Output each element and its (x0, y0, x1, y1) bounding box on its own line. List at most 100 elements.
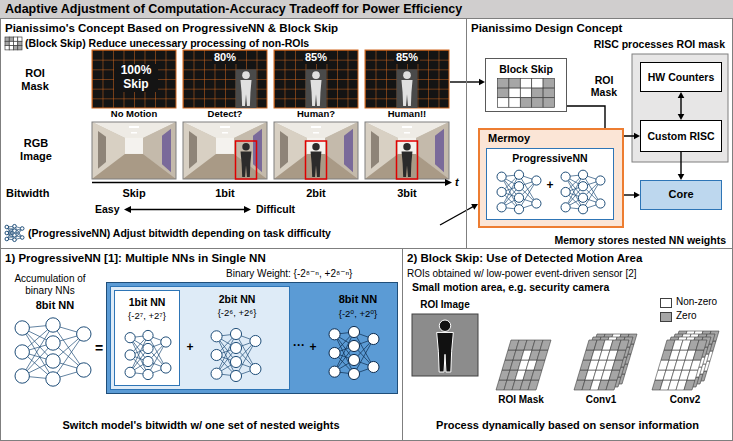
block-cell (18, 37, 22, 41)
nn-neuron (15, 369, 29, 383)
time-arrowhead (445, 179, 452, 186)
label-text: 80% (212, 51, 238, 64)
feature-map-cell (531, 370, 542, 380)
nn-neuron (497, 172, 506, 181)
panel-heading: Pianissimo Design Concept (471, 22, 622, 35)
box-label: 1bit NN (129, 296, 166, 308)
label-text: ··· (293, 339, 305, 353)
block-cell (9, 37, 13, 41)
connector-line (680, 96, 681, 116)
mask-border (274, 50, 358, 108)
hallway-photo (274, 122, 358, 179)
box-label: 8bit NN (339, 293, 378, 306)
legend-text: Non-zero (676, 296, 717, 308)
ceiling-light (129, 126, 139, 128)
block-cell (532, 88, 543, 98)
person-body (401, 80, 412, 106)
block-cell (5, 41, 9, 45)
box-label: Block Skip (499, 63, 553, 75)
skip-block-grid (92, 50, 176, 108)
label-text: Detect? (208, 109, 243, 120)
label-text: 3bit (397, 187, 417, 200)
hallway-photo (183, 122, 267, 179)
feature-map-cell (615, 350, 626, 360)
block-cell (509, 98, 520, 108)
ceiling-light (131, 132, 137, 134)
nn-neuron (578, 170, 587, 179)
roi-region (236, 69, 257, 108)
label-text: Conv1 (586, 394, 617, 406)
nested-nn-box: 1bit NN {-2⁷, +2⁷} (114, 290, 180, 386)
person-head (439, 320, 450, 331)
label-text: Human? (297, 109, 335, 120)
label-text: + (309, 341, 316, 355)
nn-neuron (329, 347, 340, 358)
nn-neuron (230, 342, 241, 353)
block-cell (14, 46, 18, 50)
nn-neuron (348, 354, 359, 365)
door (98, 131, 106, 169)
memory-box: MermoyProgressiveNN (478, 128, 624, 228)
roi-mask-frame (92, 50, 176, 108)
nn-neuron (143, 343, 153, 353)
nn-neuron (77, 363, 91, 377)
ceiling-light (311, 126, 321, 128)
nn-neuron (329, 366, 340, 377)
weight-values: {-2⁷, +2⁷} (128, 311, 166, 322)
feature-map-cell (528, 380, 539, 390)
box-label: ProgressiveNN (512, 152, 587, 164)
time-axis (92, 182, 446, 183)
skip-block-grid (274, 50, 358, 108)
door (162, 129, 171, 172)
nn-neuron (578, 193, 587, 202)
feature-map-cell (606, 380, 617, 390)
nn-neuron (514, 193, 523, 202)
nn-icon (15, 318, 91, 386)
block-skip-grid (497, 78, 555, 108)
feature-map-cell (693, 350, 704, 360)
nn-neuron (578, 205, 587, 214)
ceiling-light (404, 132, 410, 134)
label-text: Bitwidth (6, 187, 49, 200)
feature-map-cell (696, 340, 707, 350)
mask-border (365, 50, 449, 108)
difficulty-arrowhead (244, 206, 251, 213)
connector (678, 152, 685, 180)
nn-neuron (13, 229, 17, 233)
risc-subsystem (632, 54, 728, 162)
nn-neuron (46, 318, 60, 332)
feature-map-cell (534, 360, 545, 370)
block-cell (532, 79, 543, 89)
nn-neuron (596, 199, 605, 208)
nn-neuron (13, 238, 17, 242)
legend-text: Zero (676, 310, 697, 322)
roi-image (412, 314, 478, 376)
label-text: 8bit NN (36, 299, 75, 312)
label-text: RISC processes ROI mask (594, 38, 725, 50)
nn-neuron (143, 330, 153, 340)
feature-map-cell (618, 340, 629, 350)
label-text: Memory stores nested NN weights (554, 234, 726, 246)
block-skip-icon (5, 37, 22, 50)
nn-icon (125, 329, 171, 381)
panel-heading: Pianissimo's Concept Based on Progressiv… (5, 22, 338, 35)
ceiling-light (313, 132, 319, 134)
nn-neuron (532, 176, 541, 185)
connector-label: ROI Mask (581, 74, 627, 98)
label-text: Accumulation of binary NNs (4, 273, 96, 296)
arrowhead (471, 204, 478, 210)
block-cell (498, 79, 509, 89)
nn-neuron (20, 227, 24, 231)
box-label: Core (668, 188, 693, 201)
nn-neuron (250, 335, 261, 346)
arrowhead (678, 92, 685, 98)
nn-neuron (497, 187, 506, 196)
feature-map-cell (609, 370, 620, 380)
mask-border (92, 50, 176, 108)
nn-neuron (5, 231, 9, 235)
label-text: t (455, 176, 459, 189)
hallway-photo (92, 122, 176, 179)
person-head (242, 71, 250, 79)
nn-neuron (514, 205, 523, 214)
